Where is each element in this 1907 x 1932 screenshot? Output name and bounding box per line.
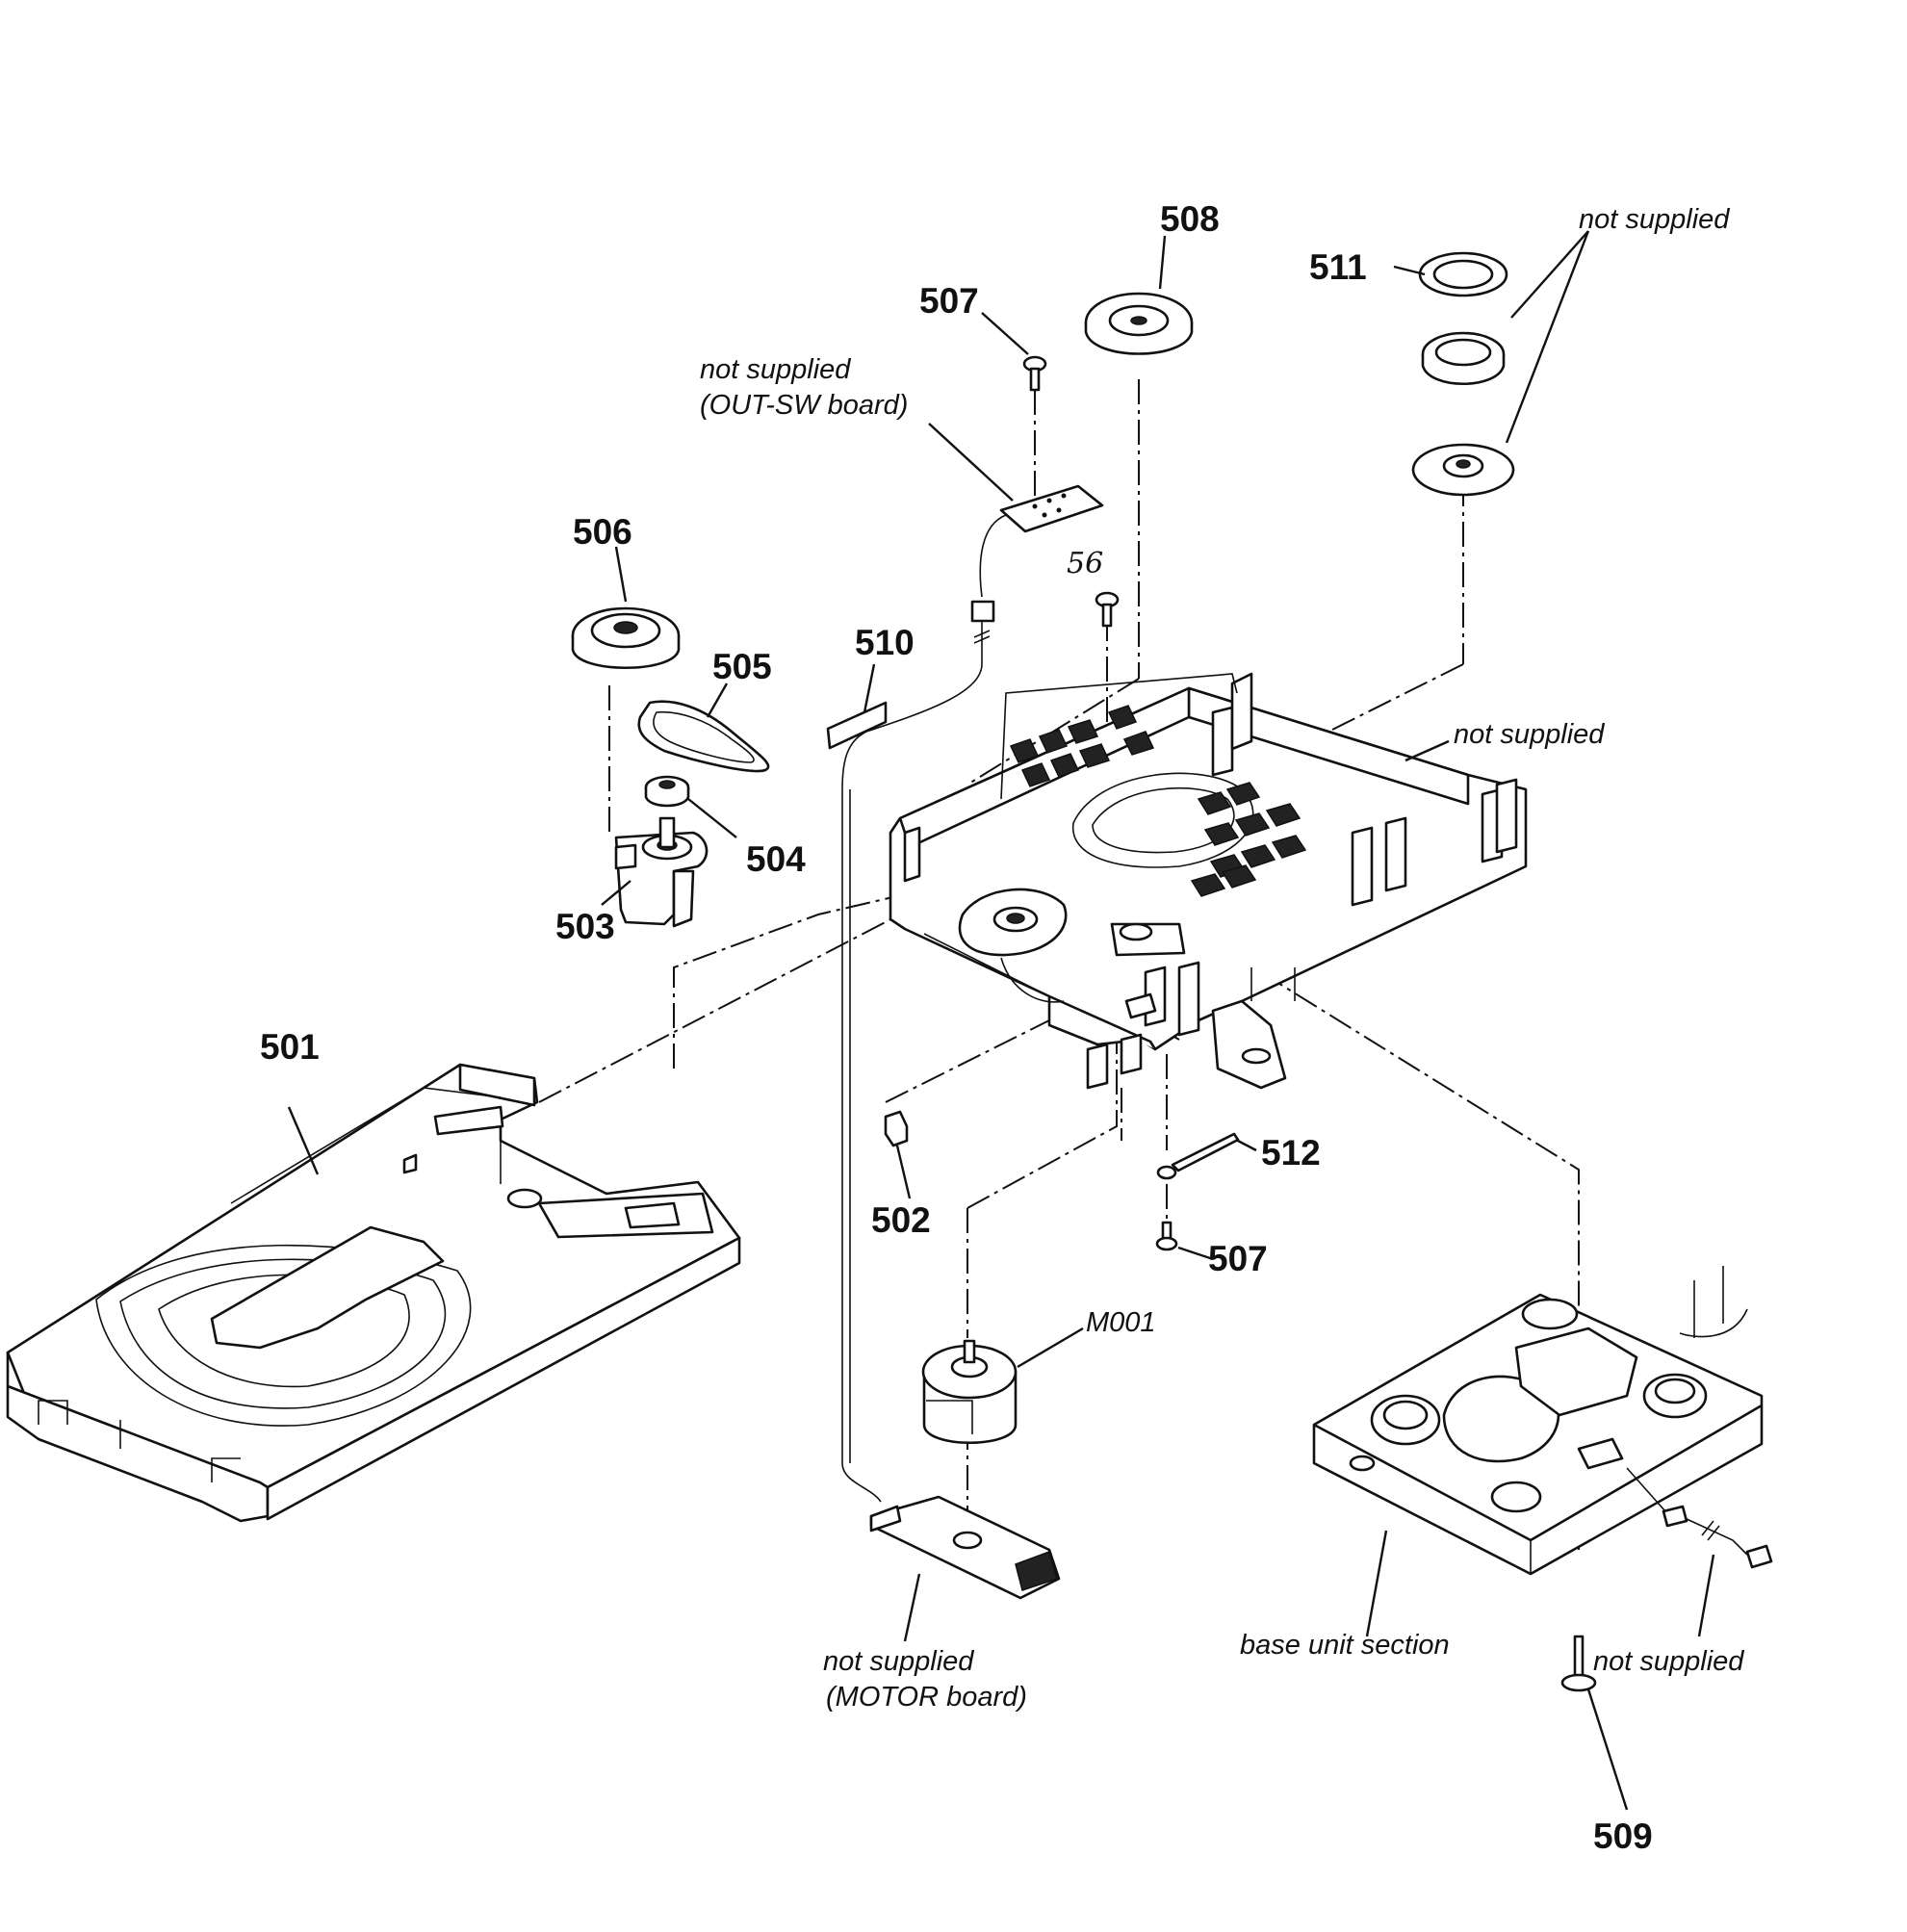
label-506: 506 [573,512,632,552]
note-motor-line1: not supplied [823,1646,974,1677]
note-motor-line2: (MOTOR board) [826,1682,1027,1713]
base-unit-section [1312,1266,1773,1576]
label-501: 501 [260,1027,320,1067]
main-chassis [889,672,1528,1090]
note-out-sw-line1: not supplied [700,354,851,385]
screw-56 [1095,591,1120,628]
motor-board [869,1495,1061,1600]
label-m001: M001 [1086,1307,1156,1338]
gear-group [571,606,770,928]
note-not-supplied-cable: not supplied [1593,1646,1744,1677]
label-510: 510 [855,623,915,662]
label-510 [826,701,888,750]
note-not-supplied-top-right: not supplied [1579,204,1730,235]
part-502 [884,1110,909,1147]
note-out-sw-line2: (OUT-SW board) [700,390,908,421]
lever-512 [1156,1132,1240,1180]
screw-507-top [1022,355,1047,392]
note-not-supplied-chassis: not supplied [1454,719,1605,750]
assembly-lines [538,379,1580,1550]
label-503: 503 [555,907,615,946]
label-508: 508 [1160,199,1220,239]
label-507-top: 507 [919,281,979,321]
screw-509 [1560,1635,1597,1692]
label-504: 504 [746,839,806,879]
label-505: 505 [712,647,772,686]
note-base-unit-section: base unit section [1240,1630,1450,1661]
out-sw-board [841,484,1104,1503]
screw-507-bottom [1155,1221,1178,1251]
disc-tray-501 [6,1063,741,1523]
label-512: 512 [1261,1133,1321,1172]
label-507-bottom: 507 [1208,1239,1268,1278]
label-502: 502 [871,1200,931,1240]
motor-m001 [921,1339,1018,1444]
label-511: 511 [1309,247,1367,287]
label-509: 509 [1593,1816,1653,1856]
handwritten-56: 56 [1067,547,1103,580]
clamp-group [1084,251,1515,497]
leader-lines [287,230,1715,1811]
